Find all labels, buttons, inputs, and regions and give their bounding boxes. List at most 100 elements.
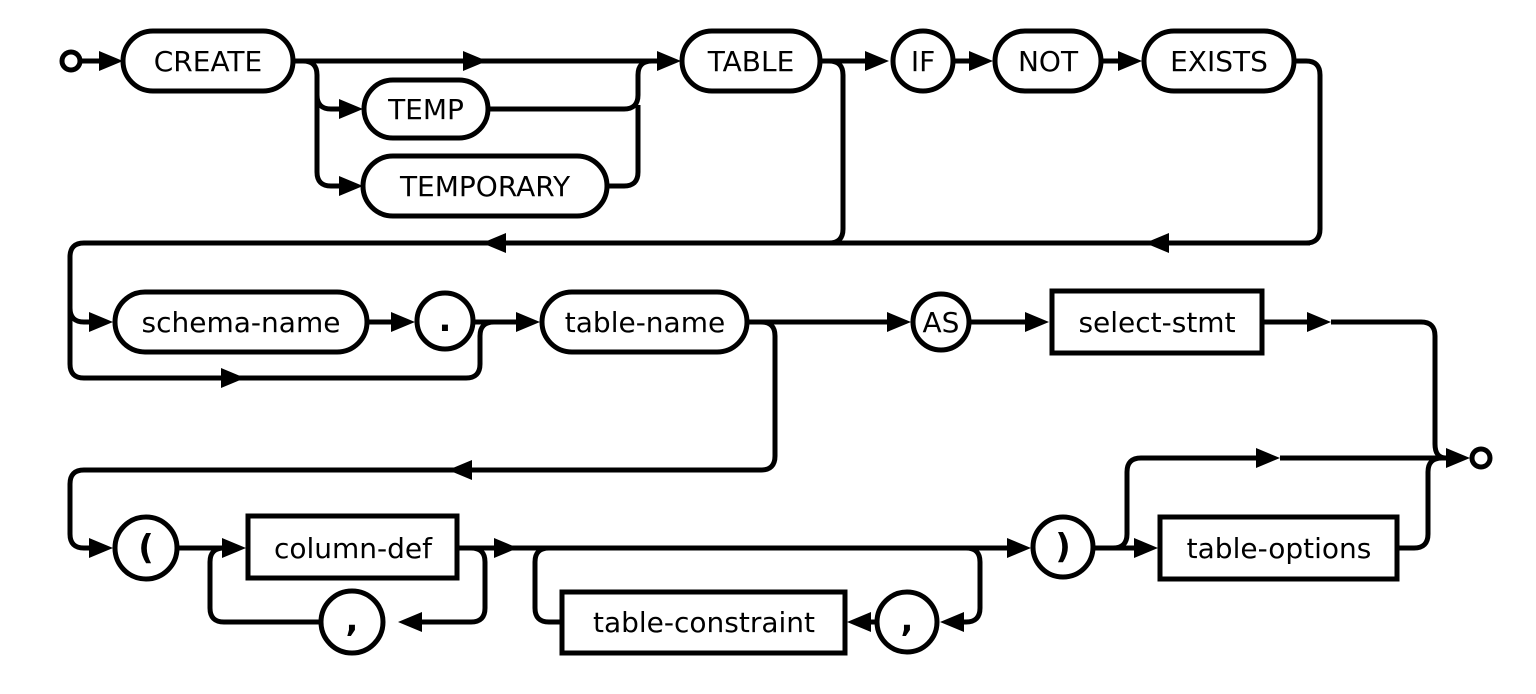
arrow-right-icon [339, 176, 363, 196]
node-table-options-box[interactable] [1157, 514, 1400, 582]
node-rparen-label: ) [1055, 527, 1071, 567]
connector [302, 58, 339, 112]
arrow-right-icon [1446, 448, 1470, 468]
node-if-label: IF [911, 45, 935, 78]
arrow-left-icon [940, 612, 964, 632]
node-temporary-oval [360, 153, 610, 219]
arrowheads [89, 51, 1470, 632]
arrow-right-icon [865, 51, 889, 71]
arrow-left-icon [847, 612, 871, 632]
node-lparen: ( [112, 514, 180, 582]
node-column-def-label: column-def [274, 532, 433, 565]
arrow-right-icon [99, 51, 123, 71]
connector [1397, 455, 1443, 551]
arrow-left-icon [448, 460, 472, 480]
node-schema-name-label: schema-name [142, 306, 341, 339]
arrow-left-icon [398, 612, 422, 632]
node-column-def-box[interactable] [245, 513, 460, 581]
node-comma-column-circle [318, 588, 386, 656]
node-table-constraint[interactable]: table-constraint [559, 589, 848, 656]
node-dot-circle [414, 290, 476, 352]
node-exists-label: EXISTS [1170, 45, 1268, 78]
connector [488, 58, 660, 112]
connector [67, 467, 761, 551]
node-schema-name-oval [112, 289, 370, 355]
node-table: TABLE [679, 28, 823, 94]
node-create: CREATE [120, 28, 296, 94]
connector [532, 545, 562, 625]
arrow-right-icon [516, 312, 540, 332]
node-table-name: table-name [539, 289, 750, 355]
node-table-options[interactable]: table-options [1157, 514, 1400, 582]
node-exists-oval [1141, 28, 1297, 94]
arrow-right-icon [391, 312, 415, 332]
arrow-right-icon [1307, 312, 1331, 332]
connector [1331, 319, 1447, 461]
node-dot: . [414, 290, 476, 352]
arrow-right-icon [463, 51, 487, 71]
arrow-right-icon [1118, 51, 1142, 71]
node-table-oval [679, 28, 823, 94]
node-table-options-label: table-options [1187, 532, 1372, 565]
node-exists: EXISTS [1141, 28, 1297, 94]
node-select-stmt[interactable]: select-stmt [1049, 288, 1265, 356]
node-select-stmt-label: select-stmt [1078, 306, 1235, 339]
node-temp: TEMP [361, 77, 491, 141]
node-lparen-circle [112, 514, 180, 582]
arrow-right-icon [89, 312, 113, 332]
node-table-label: TABLE [707, 45, 795, 78]
connector [67, 300, 516, 381]
node-lparen-label: ( [138, 528, 154, 568]
arrow-right-icon [969, 51, 993, 71]
node-comma-constraint-label: , [901, 600, 914, 640]
node-table-name-label: table-name [565, 306, 725, 339]
connector [1112, 455, 1256, 551]
end-terminal [1469, 446, 1493, 470]
node-create-label: CREATE [154, 45, 262, 78]
node-column-def[interactable]: column-def [245, 513, 460, 581]
start-terminal [59, 49, 83, 73]
arrow-right-icon [494, 538, 518, 558]
arrow-right-icon [1007, 538, 1031, 558]
node-comma-constraint: , [874, 589, 940, 655]
connector [314, 90, 339, 189]
connector [607, 105, 641, 189]
node-temporary: TEMPORARY [360, 153, 610, 219]
node-as: AS [910, 291, 972, 353]
node-if-circle [890, 28, 956, 94]
connector [1294, 58, 1323, 246]
arrow-right-icon [657, 51, 681, 71]
node-not: NOT [992, 28, 1104, 94]
connector [820, 58, 846, 246]
arrow-right-icon [222, 538, 246, 558]
connector [67, 240, 1310, 325]
connectors [67, 58, 1447, 625]
connector [422, 545, 488, 625]
arrow-left-icon [1145, 233, 1169, 253]
node-as-circle [910, 291, 972, 353]
node-comma-column: , [318, 588, 386, 656]
connector [747, 319, 778, 473]
arrow-right-icon [1025, 312, 1049, 332]
arrow-right-icon [1134, 538, 1158, 558]
node-temporary-label: TEMPORARY [399, 170, 571, 203]
node-temp-oval [361, 77, 491, 141]
node-not-label: NOT [1018, 45, 1079, 78]
node-as-label: AS [923, 306, 960, 339]
node-table-constraint-box[interactable] [559, 589, 848, 656]
arrow-right-icon [89, 538, 113, 558]
arrow-left-icon [482, 233, 506, 253]
node-comma-column-label: , [346, 600, 359, 640]
arrow-right-icon [221, 368, 245, 388]
node-rparen: ) [1030, 514, 1096, 580]
node-rparen-circle [1030, 514, 1096, 580]
node-table-name-oval [539, 289, 750, 355]
node-temp-label: TEMP [387, 93, 464, 126]
node-dot-label: . [439, 300, 452, 340]
arrow-right-icon [1256, 448, 1280, 468]
node-select-stmt-box[interactable] [1049, 288, 1265, 356]
connector [964, 545, 983, 625]
node-not-oval [992, 28, 1104, 94]
